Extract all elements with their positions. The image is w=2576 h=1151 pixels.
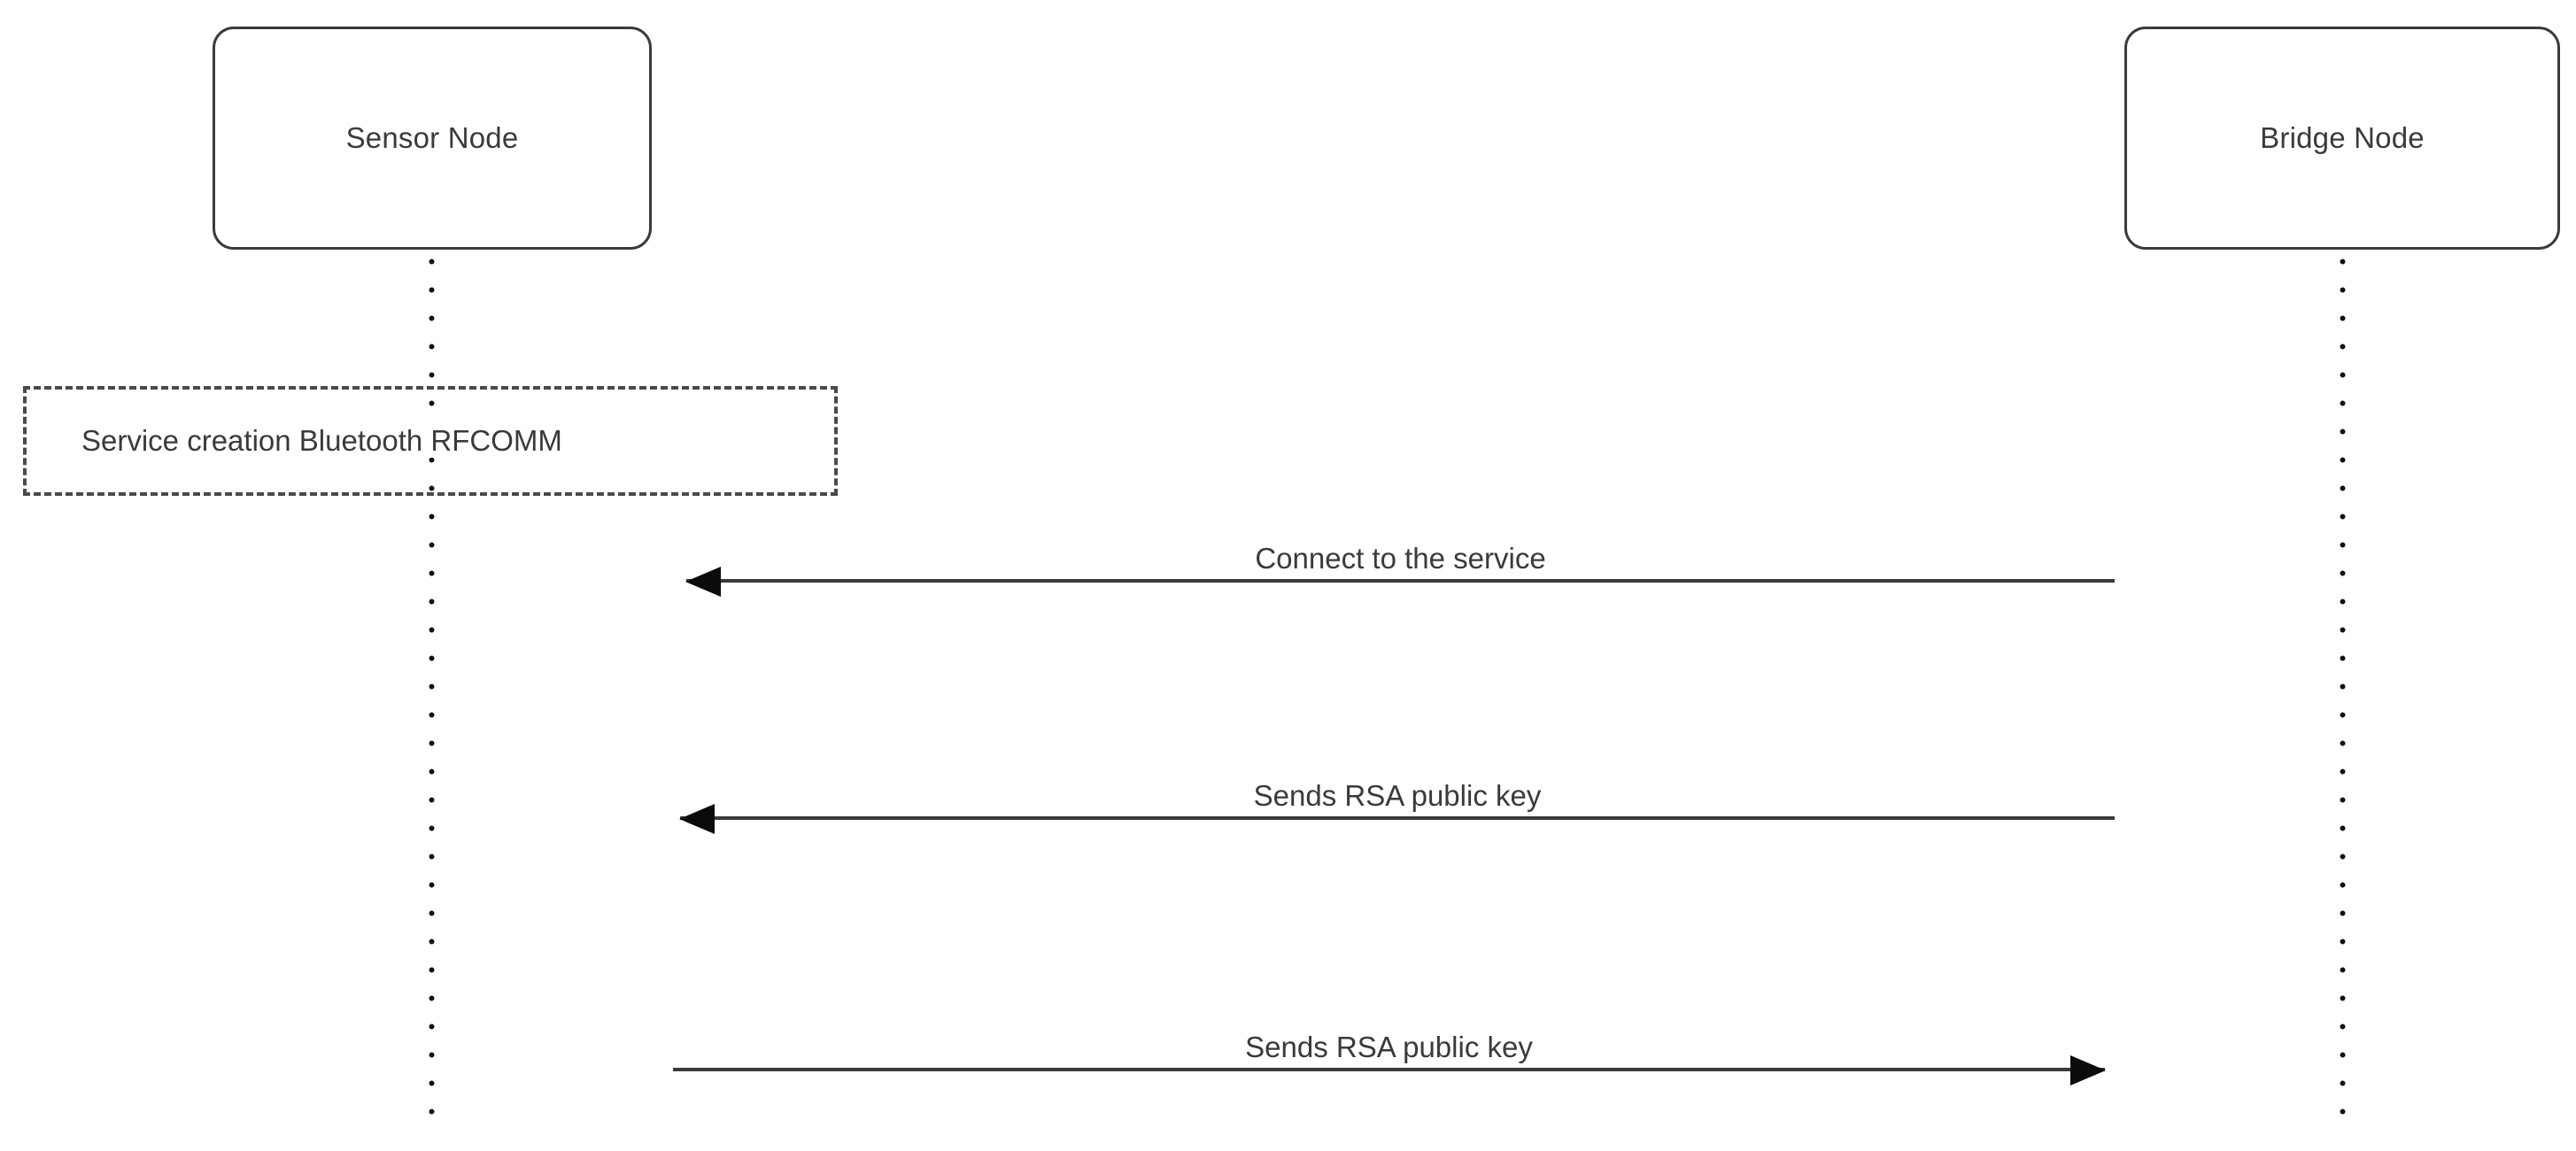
message-line [673,1068,2105,1071]
message-line [686,579,2115,583]
arrow-left-icon [679,804,715,834]
arrow-right-icon [2070,1055,2106,1085]
note-label: Service creation Bluetooth RFCOMM [27,424,562,458]
participant-bridge-node[interactable]: Bridge Node [2124,27,2560,250]
message-sends-rsa-public-key-inbound[interactable]: Sends RSA public key [679,765,2115,850]
participant-label: Sensor Node [345,121,519,154]
message-label: Sends RSA public key [1245,1031,1533,1063]
participant-sensor-node[interactable]: Sensor Node [213,27,652,250]
lifeline-bridge-node [2340,259,2346,1137]
message-line [680,816,2115,820]
lifeline-sensor-node [429,259,435,1137]
participant-label: Bridge Node [2260,121,2425,154]
note-service-creation[interactable]: Service creation Bluetooth RFCOMM [23,386,838,496]
message-label: Sends RSA public key [1253,779,1542,812]
message-sends-rsa-public-key-outbound[interactable]: Sends RSA public key [673,1016,2106,1101]
message-connect-to-the-service[interactable]: Connect to the service [685,528,2115,613]
message-label: Connect to the service [1255,542,1546,575]
arrow-left-icon [685,567,721,597]
